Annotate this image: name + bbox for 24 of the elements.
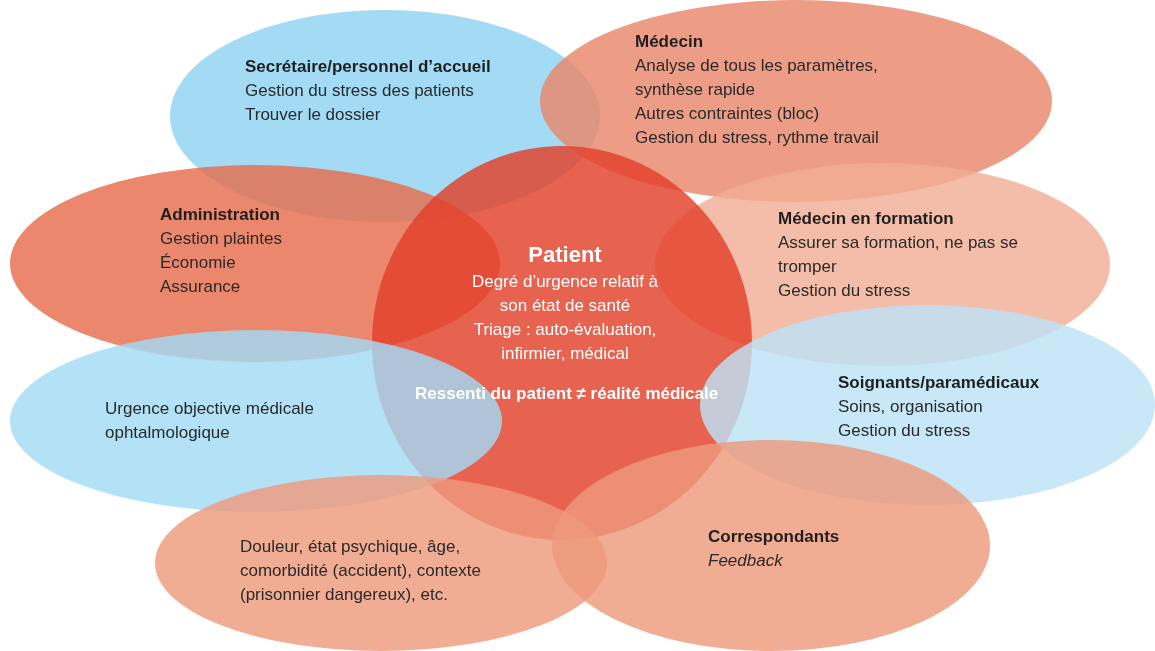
description: Gestion plaintes [160,228,282,250]
description: Gestion du stress [838,420,971,442]
description: Urgence objective médicale ophtalmologique [105,398,315,444]
description: Gestion du stress [778,280,911,302]
description: Triage : auto-évaluation, infirmier, médical [472,319,658,365]
description: Autres contraintes (bloc) [635,103,820,125]
heading: Secrétaire/personnel d’accueil [245,56,491,78]
heading: Administration [160,204,280,226]
heading: Correspondants [708,526,840,548]
description: Gestion du stress, rythme travail [635,127,879,149]
description: Assurance [160,276,241,298]
heading: Médecin en formation [778,208,954,230]
description: Degré d’urgence relatif à son état de santé [470,271,660,317]
description: Gestion du stress des patients [245,80,474,102]
description: Économie [160,252,236,274]
description: Trouver le dossier [245,104,381,126]
description: Feedback [708,550,783,572]
description: Soins, organisation [838,396,983,418]
heading: Médecin [635,31,704,53]
description: Analyse de tous les paramètres, synthèse rapide [635,55,879,101]
description: Assurer sa formation, ne pas se tromper [778,232,1019,278]
description: Douleur, état psychique, âge, comorbidité (accident), contexte (prisonnier dangereux), etc. [240,536,482,606]
heading: Patient [528,241,602,269]
heading: Soignants/paramédicaux [838,372,1040,394]
